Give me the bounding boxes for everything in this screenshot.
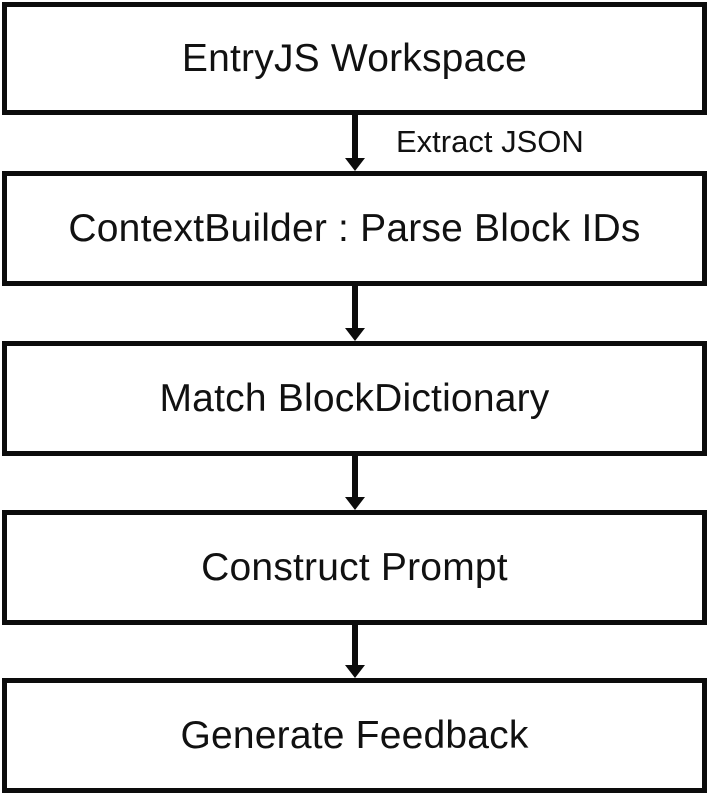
flow-node-label: Generate Feedback [180,713,529,757]
arrow-stem [352,115,358,158]
arrow-head [345,665,365,678]
arrow-head [345,328,365,341]
flow-node-match-blockdictionary: Match BlockDictionary [2,341,707,456]
arrow-stem [352,625,358,665]
arrow-down-icon [345,115,365,171]
flow-node-generate-feedback: Generate Feedback [2,678,707,793]
arrow-stem [352,286,358,328]
flow-node-label: Match BlockDictionary [159,376,550,420]
arrow-down-icon [345,456,365,510]
flow-node-construct-prompt: Construct Prompt [2,510,707,625]
arrow-down-icon [345,625,365,678]
flow-node-label: EntryJS Workspace [181,36,528,80]
arrow-head [345,158,365,171]
arrow-stem [352,456,358,497]
edge-label-extract-json: Extract JSON [396,124,584,159]
arrow-down-icon [345,286,365,341]
flow-node-label: Construct Prompt [201,545,508,589]
flow-node-entryjs-workspace: EntryJS Workspace [2,2,707,115]
arrow-head [345,497,365,510]
flow-node-label: ContextBuilder : Parse Block IDs [68,206,641,250]
flow-node-contextbuilder-parse-block-ids: ContextBuilder : Parse Block IDs [2,171,707,286]
